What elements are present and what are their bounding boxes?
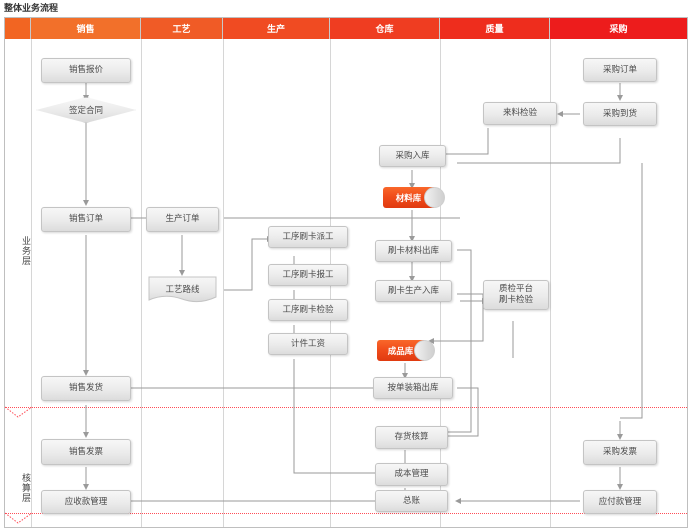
column-divider-2: [223, 39, 224, 527]
node-general-ledger[interactable]: 总账: [375, 490, 448, 512]
layer-divider-notch-bottom: [4, 512, 33, 524]
node-sales-invoice[interactable]: 销售发票: [41, 439, 131, 465]
node-card-material-outbound[interactable]: 刷卡材料出库: [375, 240, 452, 262]
column-header-warehouse[interactable]: 仓库: [330, 18, 440, 39]
node-production-order[interactable]: 生产订单: [146, 207, 219, 232]
node-sign-contract[interactable]: 签定合同: [36, 97, 136, 123]
node-qc-platform-card-inspection[interactable]: 质检平台 刷卡检验: [483, 280, 549, 310]
node-purchase-order[interactable]: 采购订单: [583, 58, 657, 82]
node-pack-and-ship-outbound[interactable]: 按单装箱出库: [373, 377, 453, 399]
node-piece-rate-wage[interactable]: 计件工资: [268, 333, 348, 355]
column-header-spacer: [5, 18, 31, 39]
node-receivables-management[interactable]: 应收款管理: [41, 490, 131, 514]
column-header-process[interactable]: 工艺: [141, 18, 223, 39]
node-finished-goods-warehouse[interactable]: 成品库: [377, 340, 435, 361]
cylinder-cap: [424, 187, 445, 208]
node-payables-management[interactable]: 应付款管理: [583, 490, 657, 514]
column-divider-5: [550, 39, 551, 527]
node-operation-card-dispatch[interactable]: 工序刷卡派工: [268, 226, 348, 248]
node-process-route[interactable]: 工艺路线: [146, 276, 219, 304]
layer-label-business: 业务层: [20, 236, 30, 266]
cylinder-cap: [414, 340, 435, 361]
cylinder-body: [377, 340, 424, 361]
node-cost-management[interactable]: 成本管理: [375, 463, 448, 486]
document-shape: [148, 276, 217, 303]
column-divider-1: [141, 39, 142, 527]
node-material-warehouse[interactable]: 材料库: [383, 187, 445, 208]
node-operation-card-report[interactable]: 工序刷卡报工: [268, 264, 348, 286]
column-header-quality[interactable]: 质量: [440, 18, 550, 39]
node-inventory-accounting[interactable]: 存货核算: [375, 426, 448, 449]
layer-divider-notch-top: [4, 406, 33, 418]
node-sales-delivery[interactable]: 销售发货: [41, 376, 131, 401]
column-header-purchasing[interactable]: 采购: [550, 18, 687, 39]
flowchart-grid: 销售 工艺 生产 仓库 质量 采购 业务层 核算层: [4, 17, 688, 528]
node-purchase-receipt[interactable]: 采购入库: [379, 145, 446, 167]
node-card-production-inbound[interactable]: 刷卡生产入库: [375, 280, 452, 302]
column-header-sales[interactable]: 销售: [31, 18, 141, 39]
node-operation-card-inspection[interactable]: 工序刷卡检验: [268, 299, 348, 321]
column-divider-0: [31, 39, 32, 527]
node-purchase-invoice[interactable]: 采购发票: [583, 440, 657, 465]
layer-label-accounting: 核算层: [20, 473, 30, 503]
node-purchase-arrival[interactable]: 采购到货: [583, 102, 657, 126]
column-header-row: 销售 工艺 生产 仓库 质量 采购: [5, 18, 687, 39]
node-sales-quotation[interactable]: 销售报价: [41, 58, 131, 83]
cylinder-body: [383, 187, 434, 208]
node-incoming-material-inspection[interactable]: 来料检验: [483, 102, 557, 125]
column-header-production[interactable]: 生产: [223, 18, 330, 39]
layer-divider-accounting-bottom: [5, 513, 687, 514]
layer-divider-business-accounting: [5, 407, 687, 408]
node-sales-order[interactable]: 销售订单: [41, 207, 131, 232]
page-title: 整体业务流程: [4, 4, 59, 14]
